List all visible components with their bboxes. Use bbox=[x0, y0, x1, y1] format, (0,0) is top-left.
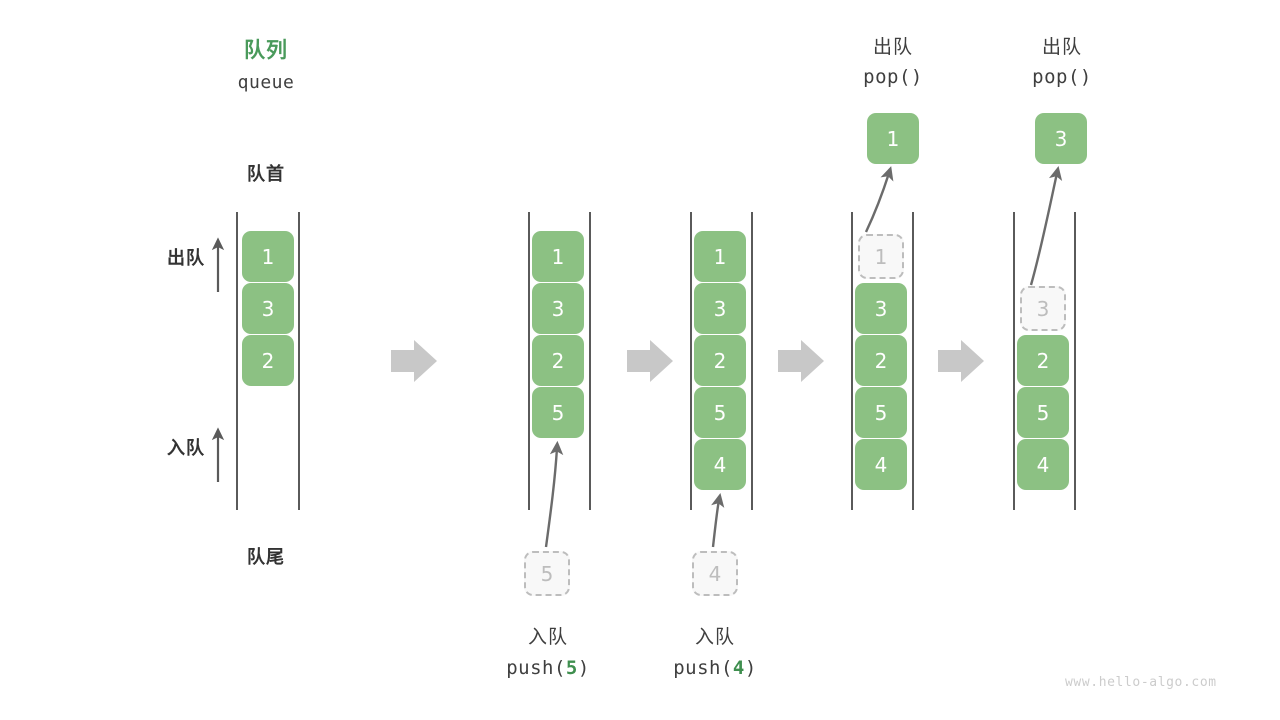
op-label-code: pop() bbox=[982, 66, 1142, 88]
op-label-code: push(5) bbox=[468, 657, 628, 679]
queue-cell: 2 bbox=[242, 335, 294, 386]
queue-cell: 1 bbox=[242, 231, 294, 282]
queue-cell: 3 bbox=[532, 283, 584, 334]
queue-rail-right-1 bbox=[298, 212, 300, 510]
queue-cell: 3 bbox=[242, 283, 294, 334]
popped-cell: 1 bbox=[867, 113, 919, 164]
queue-cell: 5 bbox=[1017, 387, 1069, 438]
pop-arrow-1 bbox=[864, 166, 894, 233]
op-label-cn: 出队 bbox=[872, 36, 913, 58]
queue-cell: 3 bbox=[855, 283, 907, 334]
queue-cell: 5 bbox=[532, 387, 584, 438]
queue-rail-left-1 bbox=[236, 212, 238, 510]
flow-arrow-1 bbox=[391, 340, 437, 382]
queue-ghost-cell: 1 bbox=[858, 234, 904, 279]
flow-arrow-2 bbox=[627, 340, 673, 382]
queue-rail-left-3 bbox=[690, 212, 692, 510]
queue-rail-right-3 bbox=[751, 212, 753, 510]
queue-rail-left-4 bbox=[851, 212, 853, 510]
op-code-prefix: pop( bbox=[863, 66, 911, 88]
popped-cell: 3 bbox=[1035, 113, 1087, 164]
op-code-suffix: ) bbox=[744, 657, 757, 679]
queue-cell: 4 bbox=[1017, 439, 1069, 490]
watermark: www.hello-algo.com bbox=[1065, 675, 1217, 690]
op-label-cn: 入队 bbox=[527, 626, 568, 648]
queue-cell: 1 bbox=[532, 231, 584, 282]
op-code-suffix: ) bbox=[910, 66, 923, 88]
incoming-ghost-cell: 5 bbox=[524, 551, 570, 596]
queue-rail-left-5 bbox=[1013, 212, 1015, 510]
op-code-suffix: ) bbox=[577, 657, 590, 679]
flow-arrow-3 bbox=[778, 340, 824, 382]
queue-cell: 4 bbox=[694, 439, 746, 490]
op-code-prefix: push( bbox=[506, 657, 566, 679]
op-code-arg: 4 bbox=[732, 657, 745, 679]
push-arrow-5 bbox=[544, 440, 564, 548]
incoming-ghost-cell: 4 bbox=[692, 551, 738, 596]
op-label-cn: 入队 bbox=[694, 626, 735, 648]
op-code-arg: 5 bbox=[565, 657, 578, 679]
op-label-code: push(4) bbox=[635, 657, 795, 679]
queue-rail-right-4 bbox=[912, 212, 914, 510]
rear-label: 队尾 bbox=[247, 547, 285, 568]
op-label-code: pop() bbox=[813, 66, 973, 88]
enqueue-label: 入队 bbox=[167, 438, 205, 459]
op-label-cn: 出队 bbox=[1041, 36, 1082, 58]
queue-cell: 2 bbox=[694, 335, 746, 386]
flow-arrow-4 bbox=[938, 340, 984, 382]
queue-rail-right-5 bbox=[1074, 212, 1076, 510]
dequeue-label: 出队 bbox=[167, 248, 205, 269]
queue-cell: 2 bbox=[1017, 335, 1069, 386]
queue-cell: 3 bbox=[694, 283, 746, 334]
queue-cell: 4 bbox=[855, 439, 907, 490]
front-label: 队首 bbox=[247, 164, 285, 185]
op-code-prefix: push( bbox=[673, 657, 733, 679]
op-code-suffix: ) bbox=[1079, 66, 1092, 88]
queue-cell: 5 bbox=[694, 387, 746, 438]
push-arrow-4 bbox=[711, 492, 725, 548]
queue-cell: 2 bbox=[855, 335, 907, 386]
queue-rail-left-2 bbox=[528, 212, 530, 510]
queue-cell: 1 bbox=[694, 231, 746, 282]
page-title-code: queue bbox=[237, 72, 295, 93]
pop-arrow-3 bbox=[1029, 165, 1063, 286]
op-code-prefix: pop( bbox=[1032, 66, 1080, 88]
queue-rail-right-2 bbox=[589, 212, 591, 510]
queue-ghost-cell: 3 bbox=[1020, 286, 1066, 331]
queue-cell: 2 bbox=[532, 335, 584, 386]
queue-cell: 5 bbox=[855, 387, 907, 438]
page-title-cn: 队列 bbox=[244, 38, 288, 62]
